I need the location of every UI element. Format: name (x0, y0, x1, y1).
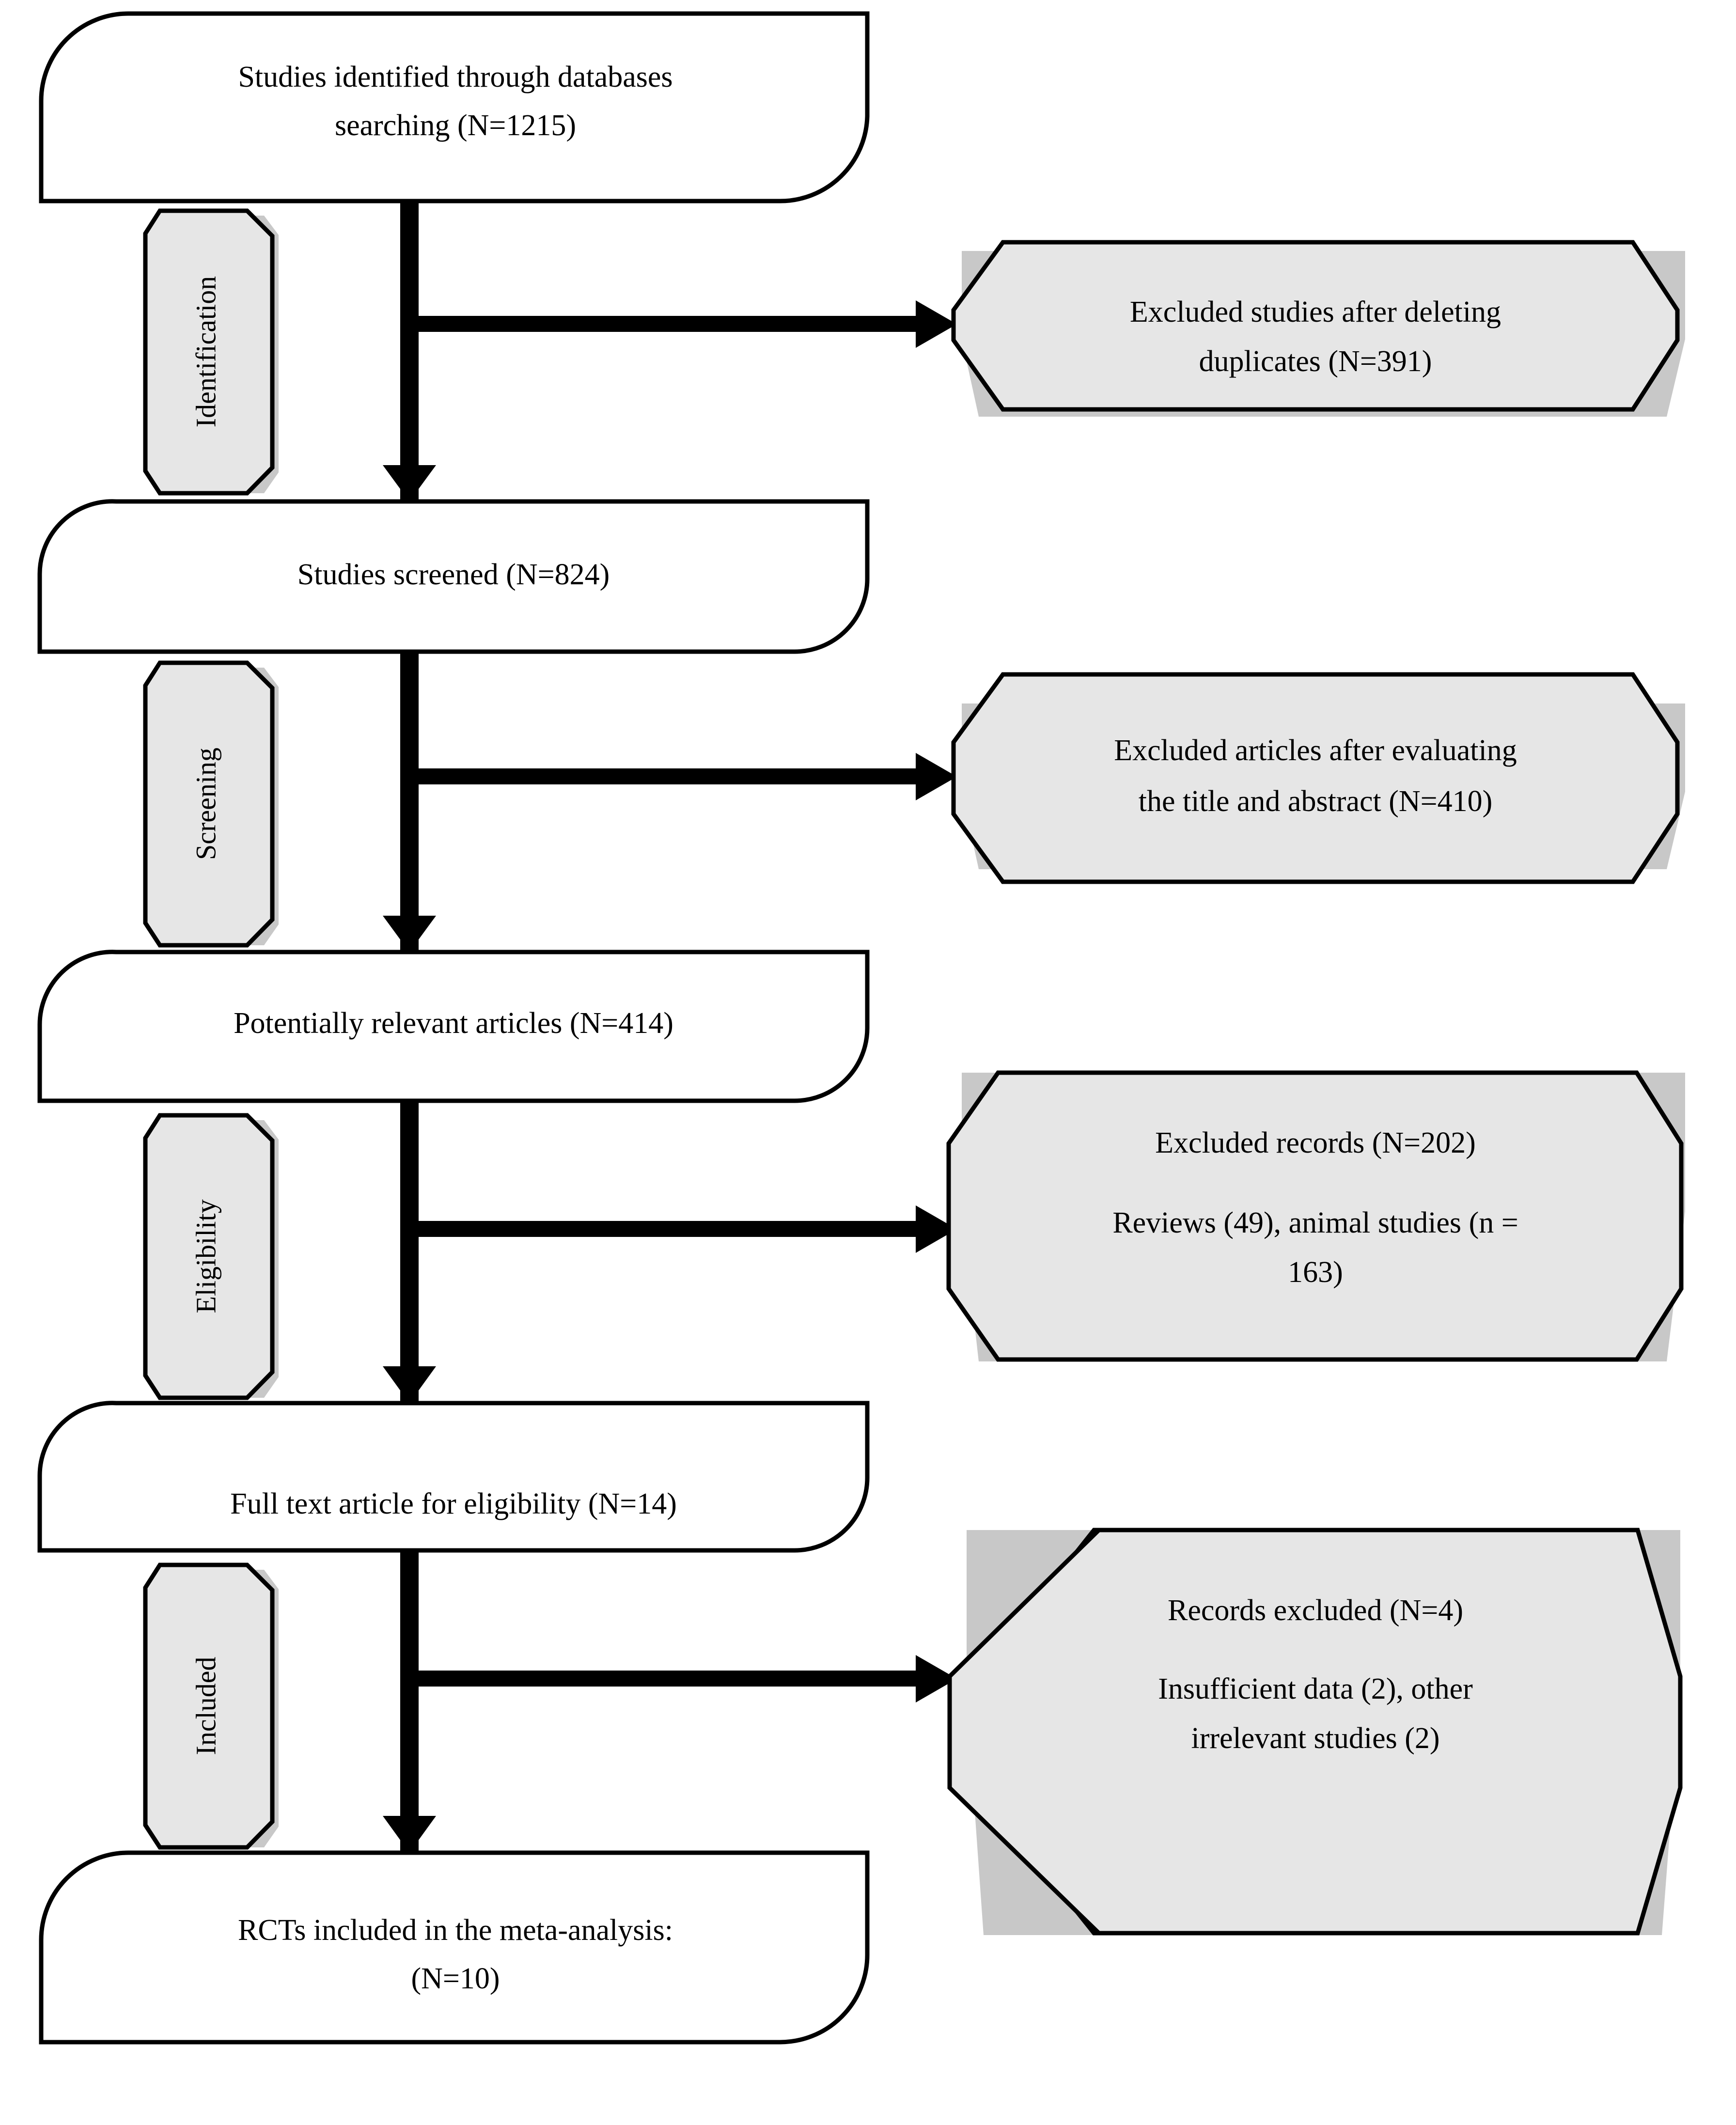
box-excluded-records-202-line1: Excluded records (N=202) (1155, 1126, 1476, 1159)
box-potentially-relevant[interactable]: Potentially relevant articles (N=414) (37, 950, 870, 1103)
box-excluded-records-4-line3: Insufficient data (2), other (1158, 1672, 1473, 1705)
connector-screening (383, 652, 957, 954)
connector-included (383, 1550, 957, 1853)
box-excluded-records-202-line3: Reviews (49), animal studies (n = (1112, 1206, 1518, 1239)
box-excluded-duplicates-line2: duplicates (N=391) (1199, 345, 1432, 378)
box-studies-identified-line2: searching (N=1215) (335, 109, 576, 142)
connector-identification (383, 201, 957, 504)
stage-label-eligibility[interactable]: Eligibility (143, 1113, 279, 1400)
box-excluded-records-202-line4: 163) (1288, 1256, 1343, 1289)
box-excluded-records-4-line4: irrelevant studies (2) (1191, 1722, 1439, 1755)
box-full-text-eligibility-line1: Full text article for eligibility (N=14) (230, 1487, 677, 1520)
box-potentially-relevant-line1: Potentially relevant articles (N=414) (234, 1007, 673, 1040)
stage-label-eligibility-text: Eligibility (190, 1199, 221, 1313)
box-studies-screened-line1: Studies screened (N=824) (297, 558, 610, 591)
box-excluded-duplicates-line1: Excluded studies after deleting (1130, 296, 1501, 328)
stage-label-identification[interactable]: Identification (143, 208, 279, 496)
box-rcts-included-line1: RCTs included in the meta-analysis: (238, 1914, 673, 1947)
box-excluded-title-abstract-line2: the title and abstract (N=410) (1139, 785, 1493, 818)
box-rcts-included-line2: (N=10) (411, 1962, 500, 1995)
stage-label-identification-text: Identification (190, 276, 221, 427)
box-studies-identified-line1: Studies identified through databases (238, 61, 673, 94)
box-excluded-records-4-line1: Records excluded (N=4) (1168, 1594, 1463, 1627)
box-excluded-duplicates[interactable]: Excluded studies after deleting duplicat… (951, 240, 1680, 412)
box-excluded-title-abstract[interactable]: Excluded articles after evaluating the t… (951, 672, 1680, 884)
stage-label-included[interactable]: Included (143, 1562, 279, 1850)
box-excluded-records-202[interactable]: Excluded records (N=202) Reviews (49), a… (946, 1070, 1684, 1362)
box-full-text-eligibility[interactable]: Full text article for eligibility (N=14) (37, 1401, 870, 1553)
stage-label-included-text: Included (190, 1657, 221, 1755)
connector-eligibility (383, 1101, 957, 1404)
stage-label-screening-text: Screening (190, 748, 221, 860)
box-excluded-title-abstract-line1: Excluded articles after evaluating (1114, 734, 1517, 767)
connectors-group (383, 201, 957, 1853)
box-studies-identified[interactable]: Studies identified through databases sea… (39, 11, 870, 203)
stage-label-screening[interactable]: Screening (143, 660, 279, 948)
box-studies-screened[interactable]: Studies screened (N=824) (37, 499, 870, 654)
box-rcts-included[interactable]: RCTs included in the meta-analysis: (N=1… (39, 1850, 870, 2045)
box-excluded-records-4[interactable]: Records excluded (N=4) Insufficient data… (947, 1528, 1683, 1936)
